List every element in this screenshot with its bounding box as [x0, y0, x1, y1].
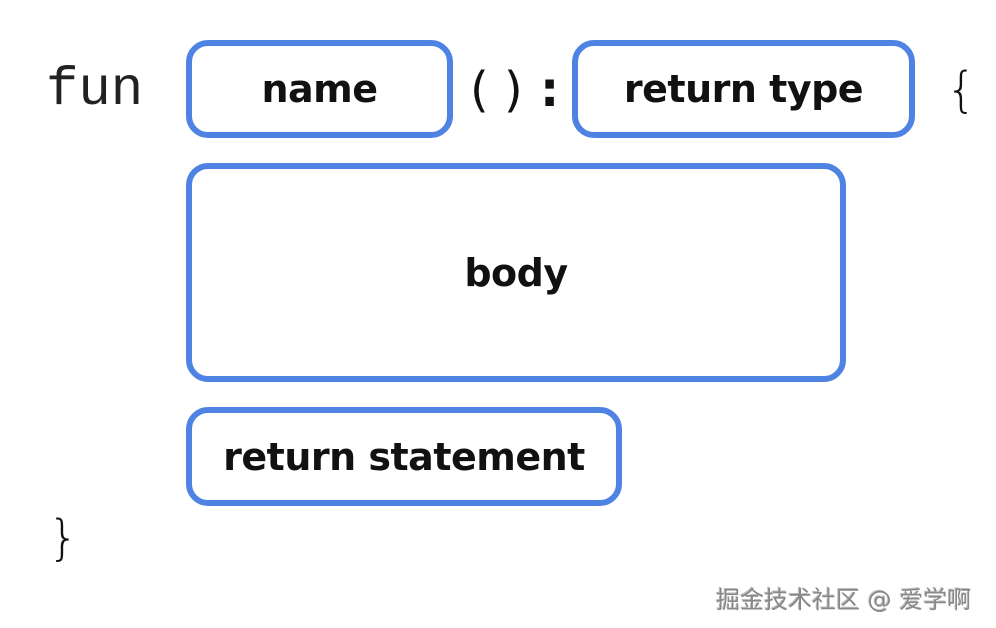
return-statement-box: return statement	[186, 407, 622, 506]
return-type-box: return type	[572, 40, 915, 138]
name-box: name	[186, 40, 453, 138]
body-label: body	[464, 250, 568, 295]
close-brace: }	[48, 510, 79, 566]
name-label: name	[261, 67, 378, 111]
return-statement-label: return statement	[223, 434, 585, 479]
body-box: body	[186, 163, 846, 382]
colon: :	[540, 62, 560, 118]
watermark: 掘金技术社区 @ 爱学啊	[716, 586, 972, 614]
parentheses: ( )	[470, 62, 523, 118]
fun-keyword: fun	[46, 60, 144, 121]
open-brace: {	[946, 62, 977, 118]
return-type-label: return type	[623, 67, 864, 111]
